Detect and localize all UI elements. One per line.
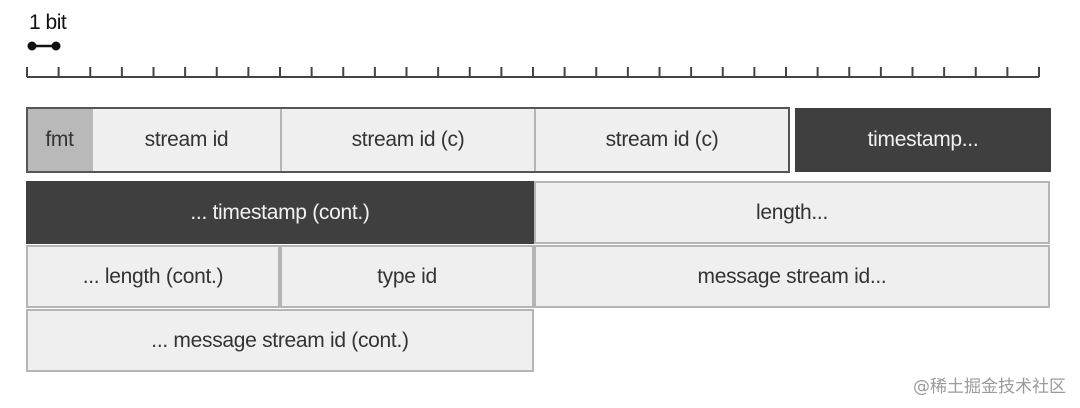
length-cont-field: ... length (cont.) [26, 245, 280, 308]
stream-id-cont-field-1: stream id (c) [282, 109, 536, 171]
stream-id-field: stream id [93, 109, 282, 171]
header-row-2: ... timestamp (cont.) length... [26, 181, 1050, 244]
legend-label: 1 bit [29, 11, 67, 34]
header-row-3: ... length (cont.) type id message strea… [26, 245, 1050, 308]
stream-id-cont-field-2: stream id (c) [536, 109, 788, 171]
type-id-field: type id [280, 245, 534, 308]
length-field: length... [534, 181, 1050, 244]
header-row-4: ... message stream id (cont.) [26, 309, 534, 372]
bit-ruler [26, 67, 1040, 78]
message-stream-id-field: message stream id... [534, 245, 1050, 308]
fmt-field: fmt [28, 109, 93, 171]
timestamp-field: timestamp... [795, 108, 1051, 172]
watermark: @稀土掘金技术社区 [913, 377, 1066, 397]
header-row-1: fmt stream id stream id (c) stream id (c… [26, 107, 790, 173]
message-stream-id-cont-field: ... message stream id (cont.) [26, 309, 534, 372]
bit-width-marker-icon [27, 41, 61, 51]
timestamp-cont-field: ... timestamp (cont.) [26, 181, 534, 244]
